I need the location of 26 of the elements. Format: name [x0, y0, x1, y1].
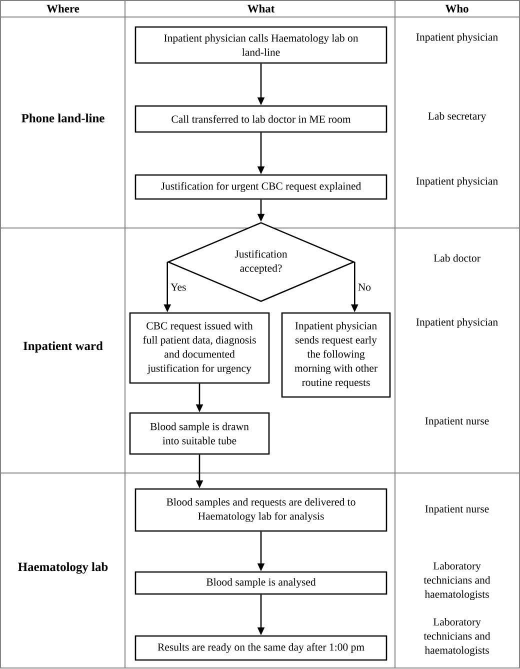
row-label: Haematology lab — [18, 562, 108, 574]
role-label: Inpatient physician — [416, 318, 498, 328]
process-box: Call transferred to lab doctor in ME room — [134, 105, 388, 133]
role-label: Laboratory technicians and haematologists — [424, 618, 490, 656]
column-header: What — [247, 4, 275, 13]
role-label: Lab doctor — [434, 254, 480, 262]
role-label: Inpatient nurse — [425, 417, 489, 427]
edge-label: Yes — [170, 282, 188, 292]
process-box: Results are ready on the same day after 1:00 pm — [134, 635, 388, 661]
process-box: Inpatient physician sends request early the following morning with other routine requests — [281, 312, 391, 398]
process-box: Blood sample is analysed — [134, 571, 388, 595]
role-label: Inpatient nurse — [425, 505, 489, 515]
role-label: Inpatient physician — [416, 177, 498, 187]
row-label: Inpatient ward — [23, 341, 103, 353]
role-label: Lab secretary — [428, 112, 486, 122]
process-box: Justification for urgent CBC request explained — [134, 174, 388, 200]
role-label: Inpatient physician — [416, 33, 498, 43]
process-box: Inpatient physician calls Haematology lab on land-line — [134, 26, 388, 64]
row-label: Phone land-line — [22, 114, 104, 122]
process-box: Blood sample is drawn into suitable tube — [129, 412, 270, 455]
process-box: Blood samples and requests are delivered to Haematology lab for analysis — [134, 488, 388, 532]
process-box: CBC request issued with full patient data, diagnosis and documented justification for urgency — [129, 312, 270, 384]
column-header: Who — [445, 4, 468, 13]
edge-label: No — [356, 282, 372, 292]
column-header: Where — [46, 4, 80, 13]
role-label: Laboratory technicians and haematologists — [424, 562, 490, 600]
